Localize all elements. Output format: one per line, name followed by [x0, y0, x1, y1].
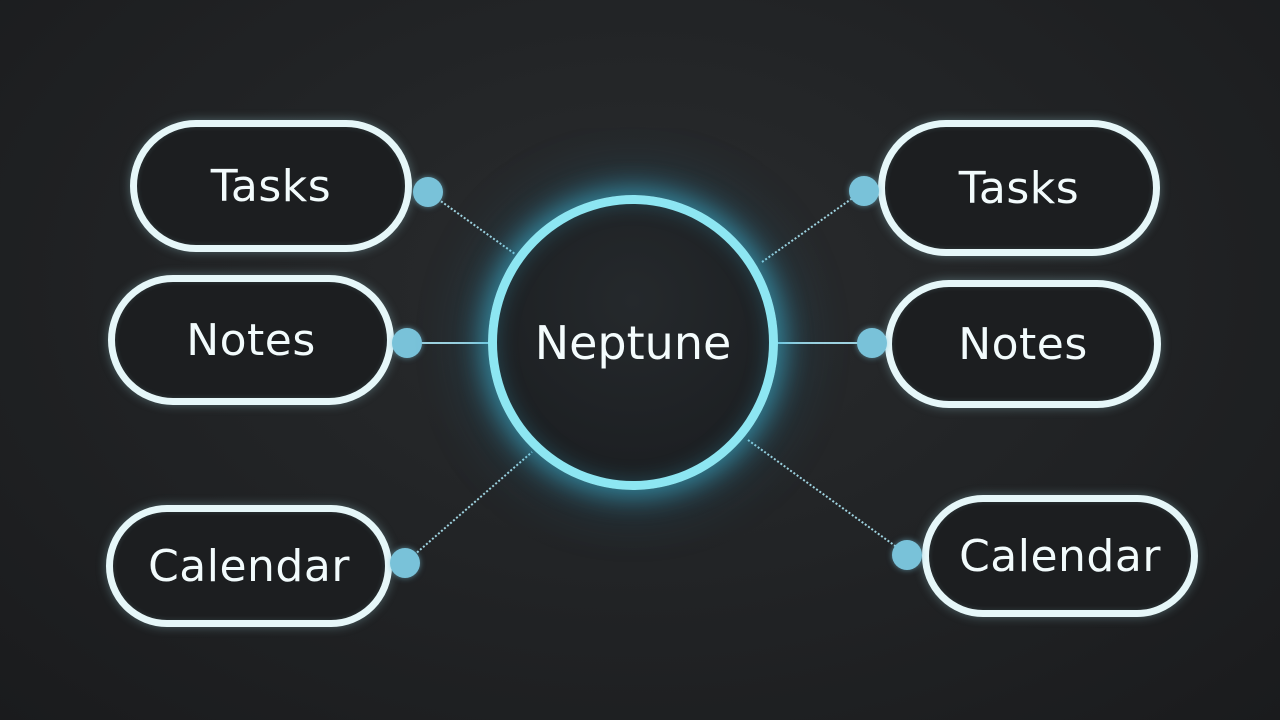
connector-right-tasks	[761, 189, 865, 263]
node-left-calendar[interactable]: Calendar	[106, 505, 392, 627]
connector-left-calendar	[404, 451, 533, 564]
connector-dot-left-tasks	[413, 177, 443, 207]
node-left-notes[interactable]: Notes	[108, 275, 394, 405]
node-right-notes[interactable]: Notes	[885, 280, 1161, 408]
connector-dot-left-notes	[392, 328, 422, 358]
connector-dot-right-notes	[857, 328, 887, 358]
connector-dot-right-tasks	[849, 176, 879, 206]
hub-node-neptune[interactable]: Neptune	[488, 195, 778, 490]
connector-dot-left-calendar	[390, 548, 420, 578]
node-right-calendar[interactable]: Calendar	[922, 495, 1198, 617]
node-left-tasks-label: Tasks	[210, 160, 332, 212]
node-left-calendar-label: Calendar	[148, 540, 350, 592]
node-left-notes-label: Notes	[186, 314, 316, 366]
connector-left-tasks	[427, 191, 516, 255]
node-left-tasks[interactable]: Tasks	[130, 120, 412, 252]
connector-right-calendar	[747, 439, 906, 554]
node-right-calendar-label: Calendar	[959, 530, 1161, 582]
hub-label: Neptune	[534, 315, 732, 370]
node-right-tasks[interactable]: Tasks	[878, 120, 1160, 256]
node-right-notes-label: Notes	[958, 318, 1088, 370]
node-right-tasks-label: Tasks	[958, 162, 1080, 214]
connector-dot-right-calendar	[892, 540, 922, 570]
